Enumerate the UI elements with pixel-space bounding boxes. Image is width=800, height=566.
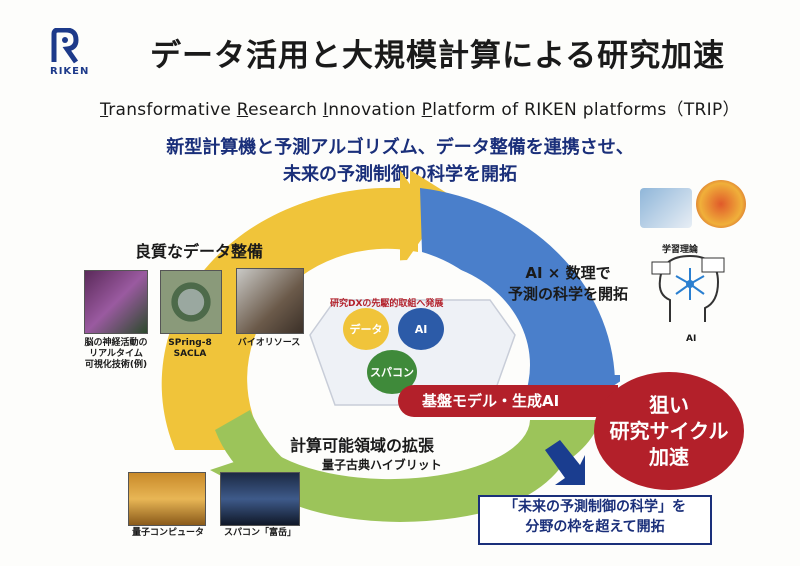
brain-activity-image bbox=[84, 270, 148, 334]
ai-caption: AI bbox=[686, 334, 696, 344]
subtitle-initial-r: R bbox=[237, 100, 248, 120]
fugaku-caption: スパコン「富岳」 bbox=[216, 528, 304, 539]
headline-line-1: 新型計算機と予測アルゴリズム、データ整備を連携させ、 bbox=[100, 133, 700, 159]
spring8-image bbox=[160, 270, 222, 334]
subtitle-initial-p: P bbox=[422, 100, 433, 120]
brain-caption-1: 脳の神経活動の bbox=[74, 338, 158, 349]
subtitle-part: ransformative bbox=[108, 100, 237, 120]
quantum-computer-image bbox=[128, 472, 206, 526]
future-science-box: 「未来の予測制御の科学」を 分野の枠を超えて開拓 bbox=[478, 495, 712, 545]
brain-caption: 脳の神経活動の リアルタイム 可視化技術(例) bbox=[74, 338, 158, 371]
dx-caption: 研究DXの先駆的取組へ発展 bbox=[330, 296, 443, 309]
riken-logo-icon bbox=[50, 28, 80, 64]
bioresource-mouse-image bbox=[236, 268, 304, 334]
subtitle-part: esearch bbox=[248, 100, 323, 120]
quantum-caption: 量子コンピュータ bbox=[122, 528, 214, 539]
circle-ai: AI bbox=[398, 308, 444, 350]
down-right-arrow-icon bbox=[540, 440, 590, 490]
compute-expansion-label: 計算可能領域の拡張 bbox=[290, 432, 434, 456]
fugaku-image bbox=[220, 472, 300, 526]
subtitle-part: latform of RIKEN platforms（TRIP） bbox=[432, 100, 740, 120]
future-line-1: 「未来の予測制御の科学」を bbox=[480, 497, 710, 517]
target-line-2: 研究サイクル bbox=[594, 418, 744, 444]
spring8-caption: SPring-8 SACLA bbox=[156, 338, 224, 360]
brain-caption-3: 可視化技術(例) bbox=[74, 360, 158, 371]
subtitle-part: nnovation bbox=[328, 100, 421, 120]
target-line-3: 加速 bbox=[594, 444, 744, 470]
earth-simulation-image bbox=[640, 188, 692, 228]
target-circle: 狙い 研究サイクル 加速 bbox=[594, 372, 744, 490]
circle-data: データ bbox=[343, 308, 389, 350]
weather-map-image bbox=[696, 180, 746, 228]
riken-logo-text: RIKEN bbox=[50, 66, 89, 77]
quantum-hybrid-label: 量子古典ハイブリット bbox=[322, 456, 442, 473]
foundation-model-band: 基盤モデル・生成AI bbox=[398, 385, 618, 417]
spring8-caption-1: SPring-8 bbox=[156, 338, 224, 349]
ai-math-label: AI × 数理で 予測の科学を開拓 bbox=[503, 262, 633, 304]
spring8-caption-2: SACLA bbox=[156, 349, 224, 360]
subtitle-initial-t: T bbox=[100, 100, 108, 120]
trip-subtitle: Transformative Research Innovation Platf… bbox=[100, 95, 740, 120]
ai-math-line-1: AI × 数理で bbox=[503, 262, 633, 283]
ai-math-line-2: 予測の科学を開拓 bbox=[503, 283, 633, 304]
future-line-2: 分野の枠を超えて開拓 bbox=[480, 517, 710, 537]
target-line-1: 狙い bbox=[594, 392, 744, 418]
brain-caption-2: リアルタイム bbox=[74, 349, 158, 360]
page-title: データ活用と大規模計算による研究加速 bbox=[150, 30, 725, 75]
bioresource-caption: バイオリソース bbox=[232, 338, 306, 349]
data-maintenance-label: 良質なデータ整備 bbox=[135, 238, 263, 262]
ai-head-icon bbox=[650, 250, 730, 330]
